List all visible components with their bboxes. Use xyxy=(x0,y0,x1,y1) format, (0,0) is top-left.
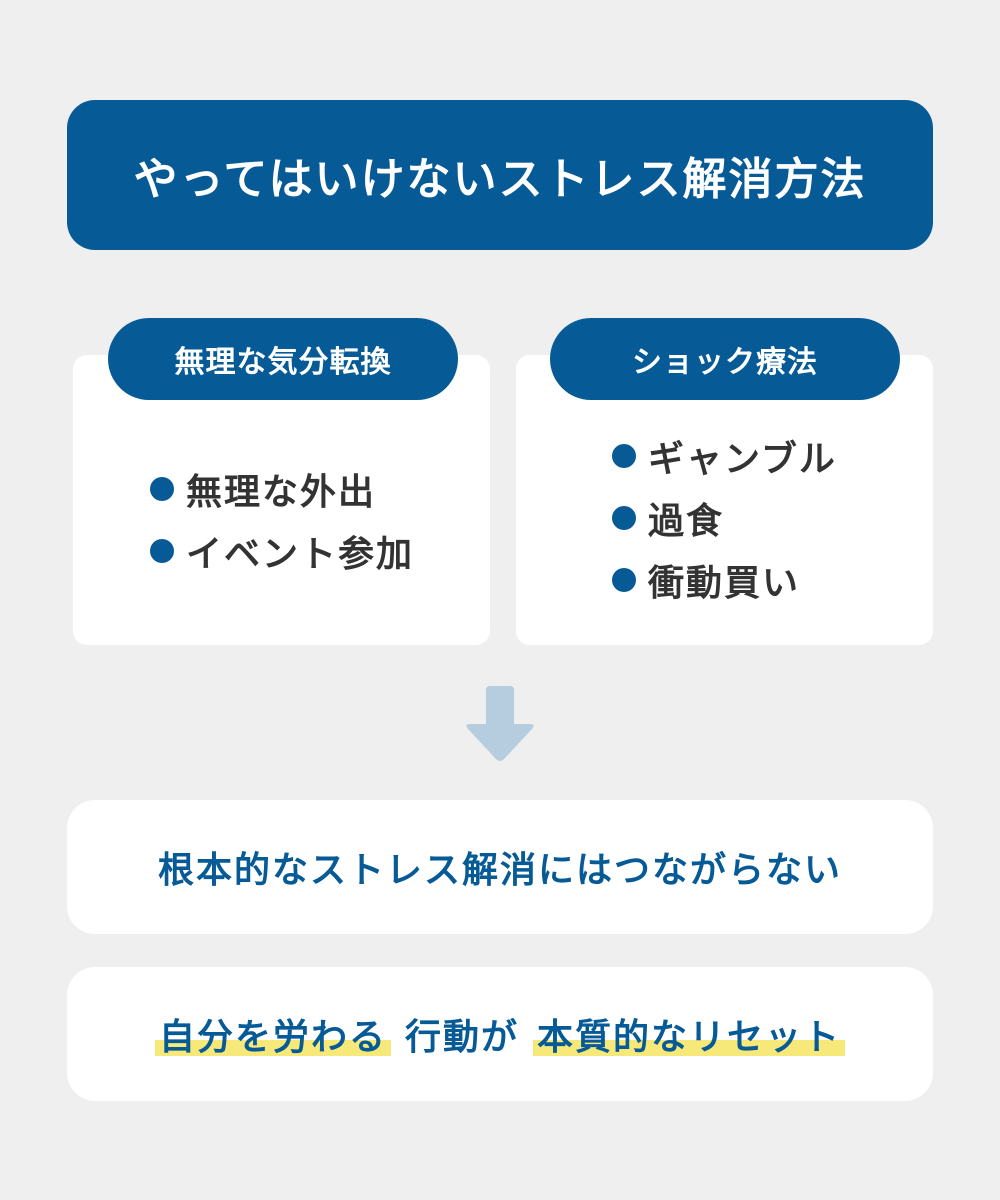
key-message-connector: 行動が xyxy=(404,1017,519,1058)
list-item: 過食 xyxy=(612,487,837,549)
list-item-label: ギャンブル xyxy=(648,439,837,480)
arrow-down-icon xyxy=(466,686,534,761)
highlight-self-care: 自分を労わる xyxy=(154,1008,391,1060)
card-label-shock-therapy: ショック療法 xyxy=(550,318,900,400)
bullet-dot-icon xyxy=(612,444,636,468)
shock-therapy-list: ギャンブル 過食 衝動買い xyxy=(612,425,837,611)
bullet-dot-icon xyxy=(150,477,174,501)
list-item-label: イベント参加 xyxy=(186,534,415,575)
list-item-label: 過食 xyxy=(648,501,725,542)
bullet-dot-icon xyxy=(612,568,636,592)
card-forced-refresh xyxy=(73,355,490,645)
list-item: 衝動買い xyxy=(612,549,837,611)
forced-refresh-list: 無理な外出 イベント参加 xyxy=(150,458,414,582)
result-text: 根本的なストレス解消にはつながらない xyxy=(157,850,842,891)
page-title: やってはいけないストレス解消方法 xyxy=(133,154,867,205)
highlight-true-reset: 本質的なリセット xyxy=(533,1008,846,1060)
key-message-box: 自分を労わる 行動が 本質的なリセット xyxy=(67,967,933,1101)
title-banner: やってはいけないストレス解消方法 xyxy=(67,100,933,250)
list-item-label: 無理な外出 xyxy=(186,472,377,513)
result-box: 根本的なストレス解消にはつながらない xyxy=(67,800,933,934)
bullet-dot-icon xyxy=(150,539,174,563)
list-item-label: 衝動買い xyxy=(648,563,801,604)
card-shock-therapy xyxy=(516,355,933,645)
list-item: 無理な外出 xyxy=(150,458,414,520)
list-item: イベント参加 xyxy=(150,520,414,582)
list-item: ギャンブル xyxy=(612,425,837,487)
card-label-forced-refresh: 無理な気分転換 xyxy=(108,318,458,400)
bullet-dot-icon xyxy=(612,506,636,530)
